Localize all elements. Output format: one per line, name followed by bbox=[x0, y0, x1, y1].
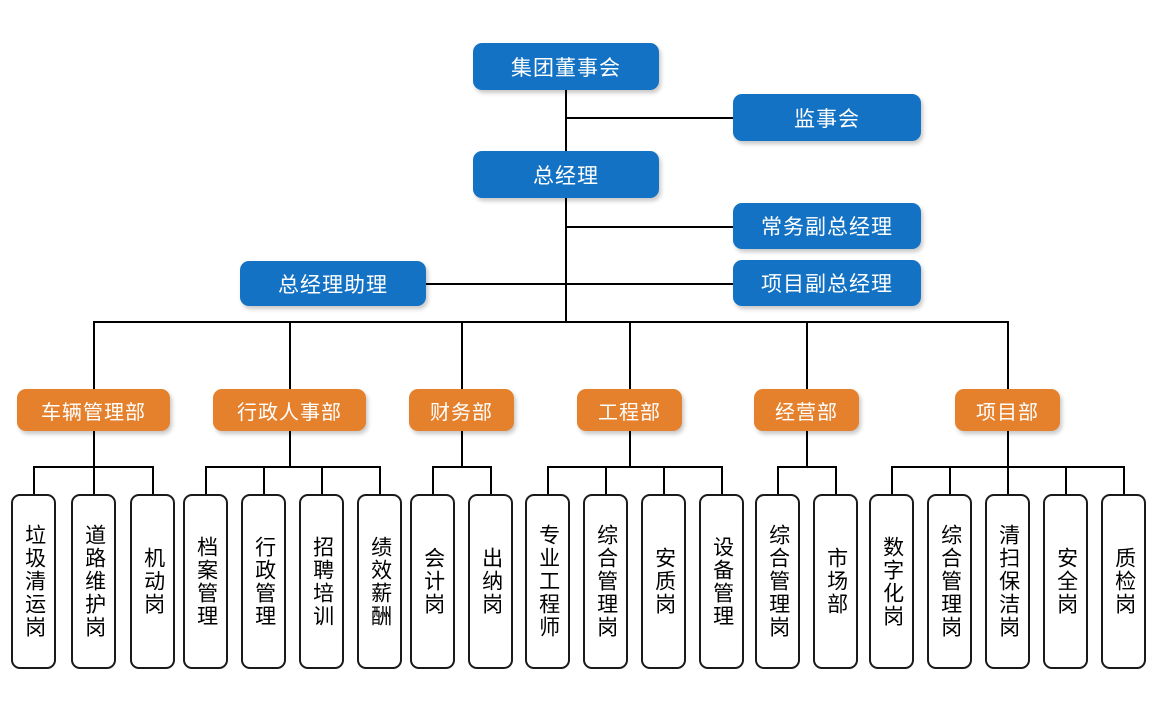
node-board-of-supervisors[interactable]: 监事会 bbox=[733, 94, 921, 141]
connector-dept-3-bus bbox=[432, 466, 492, 468]
position-box[interactable]: 市场部 bbox=[813, 494, 858, 669]
connector-dept-1-stem bbox=[93, 430, 95, 466]
position-box[interactable]: 设备管理 bbox=[699, 494, 744, 669]
node-board-of-directors[interactable]: 集团董事会 bbox=[473, 43, 659, 90]
position-box[interactable]: 安全岗 bbox=[1043, 494, 1088, 669]
connector-gm-assistant-to-spine bbox=[425, 283, 566, 285]
connector-dept-4-leaf-3 bbox=[663, 466, 665, 494]
connector-dept-2-bus bbox=[205, 466, 381, 468]
connector-department-bus bbox=[93, 321, 1008, 323]
connector-spine-to-exec-deputy bbox=[565, 226, 733, 228]
connector-dept-2-leaf-3 bbox=[321, 466, 323, 494]
connector-dept-2-leaf-2 bbox=[263, 466, 265, 494]
connector-dept-1-leaf-2 bbox=[93, 466, 95, 494]
department-operations[interactable]: 经营部 bbox=[754, 389, 859, 431]
connector-spine-to-project-deputy bbox=[565, 283, 733, 285]
department-admin-hr[interactable]: 行政人事部 bbox=[213, 389, 366, 431]
position-box[interactable]: 档案管理 bbox=[183, 494, 228, 669]
position-box[interactable]: 综合管理岗 bbox=[755, 494, 800, 669]
connector-dept-4-stem bbox=[629, 430, 631, 466]
connector-drop-dept-2 bbox=[289, 321, 291, 389]
position-box[interactable]: 质检岗 bbox=[1101, 494, 1146, 669]
connector-dept-5-stem bbox=[806, 430, 808, 466]
connector-drop-dept-6 bbox=[1007, 321, 1009, 389]
connector-dept-4-leaf-1 bbox=[547, 466, 549, 494]
connector-board-to-gm bbox=[565, 90, 567, 152]
connector-dept-1-leaf-3 bbox=[152, 466, 154, 494]
position-box[interactable]: 出纳岗 bbox=[468, 494, 513, 669]
position-box[interactable]: 数字化岗 bbox=[869, 494, 914, 669]
position-box[interactable]: 机动岗 bbox=[130, 494, 175, 669]
connector-dept-4-bus bbox=[547, 466, 723, 468]
connector-dept-5-leaf-1 bbox=[777, 466, 779, 494]
connector-dept-1-leaf-1 bbox=[33, 466, 35, 494]
department-project[interactable]: 项目部 bbox=[955, 389, 1060, 431]
connector-dept-6-leaf-1 bbox=[891, 466, 893, 494]
connector-dept-4-leaf-4 bbox=[721, 466, 723, 494]
connector-dept-2-stem bbox=[289, 430, 291, 466]
node-general-manager[interactable]: 总经理 bbox=[473, 151, 659, 198]
department-engineering[interactable]: 工程部 bbox=[577, 389, 682, 431]
position-box[interactable]: 绩效薪酬 bbox=[357, 494, 402, 669]
connector-dept-6-leaf-5 bbox=[1123, 466, 1125, 494]
connector-gm-to-bus bbox=[565, 197, 567, 321]
connector-drop-dept-4 bbox=[629, 321, 631, 389]
node-project-deputy-gm[interactable]: 项目副总经理 bbox=[733, 260, 921, 306]
node-gm-assistant[interactable]: 总经理助理 bbox=[240, 261, 426, 306]
connector-spine-to-supervisors bbox=[565, 117, 733, 119]
connector-dept-3-leaf-1 bbox=[432, 466, 434, 494]
position-box[interactable]: 专业工程师 bbox=[525, 494, 570, 669]
connector-dept-6-leaf-3 bbox=[1007, 466, 1009, 494]
department-finance[interactable]: 财务部 bbox=[409, 389, 514, 431]
connector-dept-2-leaf-4 bbox=[379, 466, 381, 494]
position-box[interactable]: 行政管理 bbox=[241, 494, 286, 669]
connector-dept-5-leaf-2 bbox=[835, 466, 837, 494]
connector-dept-3-leaf-2 bbox=[490, 466, 492, 494]
connector-dept-6-stem bbox=[1007, 430, 1009, 466]
position-box[interactable]: 综合管理岗 bbox=[583, 494, 628, 669]
department-vehicle-management[interactable]: 车辆管理部 bbox=[17, 389, 170, 431]
position-box[interactable]: 会计岗 bbox=[410, 494, 455, 669]
position-box[interactable]: 安质岗 bbox=[641, 494, 686, 669]
connector-dept-2-leaf-1 bbox=[205, 466, 207, 494]
connector-dept-5-bus bbox=[777, 466, 837, 468]
connector-dept-3-stem bbox=[461, 430, 463, 466]
position-box[interactable]: 综合管理岗 bbox=[927, 494, 972, 669]
node-executive-deputy-gm[interactable]: 常务副总经理 bbox=[733, 203, 921, 249]
connector-drop-dept-3 bbox=[461, 321, 463, 389]
connector-dept-6-leaf-4 bbox=[1065, 466, 1067, 494]
connector-dept-4-leaf-2 bbox=[605, 466, 607, 494]
connector-drop-dept-5 bbox=[806, 321, 808, 389]
connector-drop-dept-1 bbox=[93, 321, 95, 389]
position-box[interactable]: 道路维护岗 bbox=[71, 494, 116, 669]
connector-dept-6-leaf-2 bbox=[949, 466, 951, 494]
position-box[interactable]: 招聘培训 bbox=[299, 494, 344, 669]
position-box[interactable]: 清扫保洁岗 bbox=[985, 494, 1030, 669]
position-box[interactable]: 垃圾清运岗 bbox=[11, 494, 56, 669]
